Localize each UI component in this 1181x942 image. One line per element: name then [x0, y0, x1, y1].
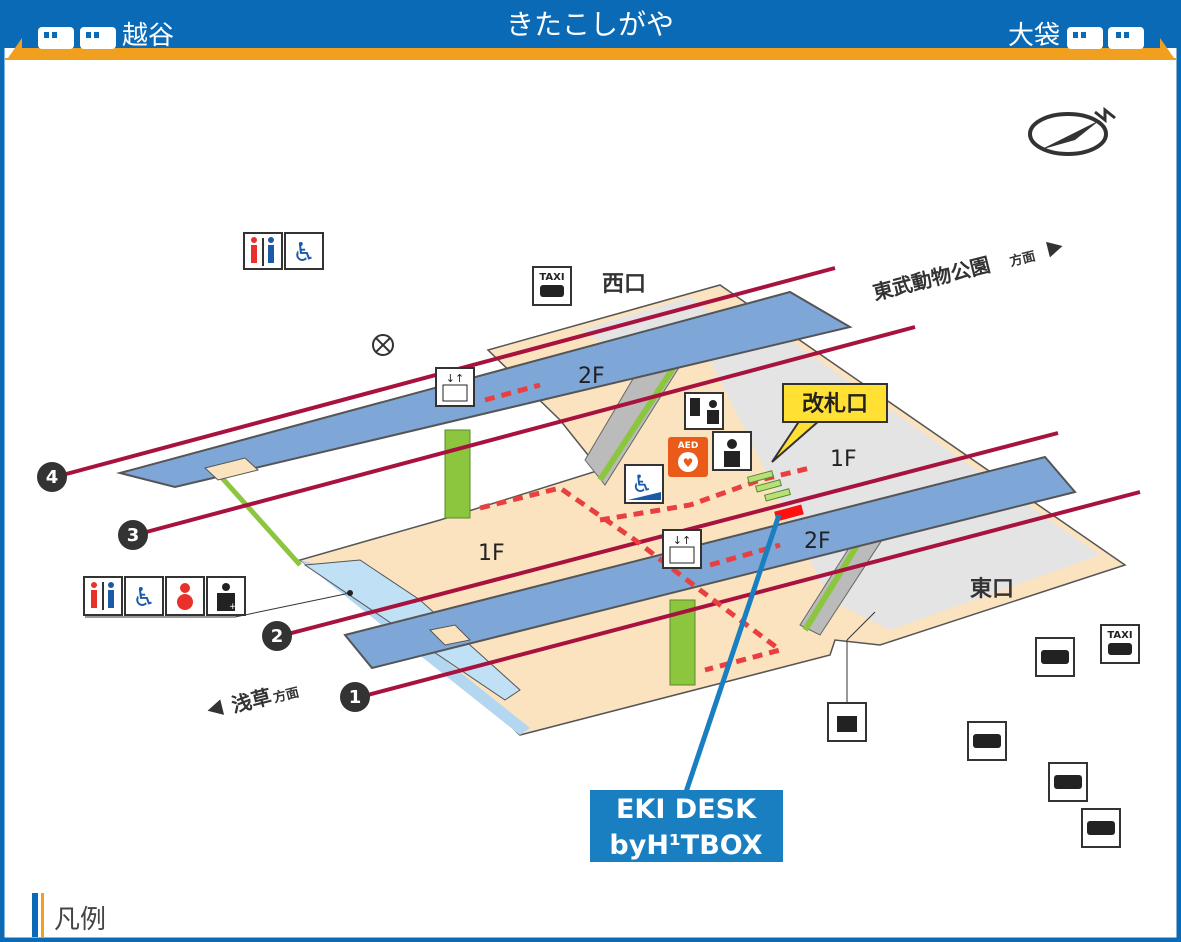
- compass-icon: [1028, 106, 1116, 156]
- train-icon-right: [1067, 27, 1144, 49]
- direction-left-label: 越谷: [122, 21, 174, 51]
- elevator-shaft-north: [444, 429, 471, 519]
- header-bar: [0, 0, 1181, 48]
- platform-3-4: [116, 290, 853, 489]
- floor-label-2f-upper: 2F: [578, 364, 605, 389]
- eki-desk-leader: [683, 514, 782, 793]
- bus-stop-icon: [1081, 808, 1121, 848]
- eki-desk-line1: EKI DESK: [616, 794, 757, 825]
- legend-marker-blue: [32, 893, 38, 937]
- facility-icons-south: ♿ +: [83, 576, 353, 618]
- platform-number-3: 3: [127, 525, 140, 546]
- eki-desk-box[interactable]: [590, 790, 783, 862]
- arrow-right-icon: [1046, 241, 1063, 258]
- eki-desk-line2: byH¹TBOX: [609, 830, 762, 861]
- platform-number-2: 2: [271, 626, 284, 647]
- taxi-label: TAXI: [1107, 630, 1132, 641]
- track-3: [134, 325, 916, 537]
- coin-locker-icon: [827, 611, 876, 742]
- taxi-icon-west: TAXI: [532, 266, 572, 306]
- wheelchair-icon-north: ♿: [284, 232, 324, 270]
- svg-text:↓↑: ↓↑: [673, 534, 691, 547]
- platform-stair-opening: [428, 624, 472, 646]
- platform-number-1: 1: [349, 687, 362, 708]
- legend-marker-orange: [41, 893, 44, 937]
- gate-callout: [782, 383, 888, 423]
- aed-icon: AED ♥: [668, 437, 708, 477]
- west-exit-label[interactable]: 西口: [602, 272, 646, 297]
- gate-label: 改札口: [802, 391, 868, 417]
- south-escalator: [213, 468, 302, 567]
- bus-stop-icon: [1048, 762, 1088, 802]
- svg-text:♥: ♥: [683, 456, 694, 470]
- station-staff-icon: [712, 431, 752, 471]
- wheelchair-ramp-icon: ♿: [624, 464, 664, 504]
- accent-line: [5, 58, 1176, 60]
- direction-south-suffix: 方面: [272, 684, 301, 706]
- arrow-left-icon: [207, 699, 225, 715]
- floor-label-1f-west: 1F: [478, 541, 505, 566]
- bus-stop-icon: [1035, 637, 1075, 677]
- ostomate-icon: +: [206, 576, 246, 616]
- elevator-icon-north: ↓↑: [435, 367, 475, 407]
- train-icon-left: [38, 27, 116, 49]
- eki-desk-marker: [774, 504, 804, 522]
- wheelchair-icon-south: ♿: [124, 576, 164, 616]
- aed-label: AED: [678, 441, 699, 451]
- east-exit-label[interactable]: 東口: [970, 577, 1014, 602]
- floor-label-2f-lower: 2F: [804, 529, 831, 554]
- platform-number-4: 4: [46, 467, 59, 488]
- direction-north-suffix: 方面: [1008, 248, 1037, 270]
- taxi-label: TAXI: [539, 272, 564, 283]
- ticket-gates: [747, 470, 791, 502]
- no-entry-icon: [372, 334, 394, 356]
- svg-text:+: +: [229, 602, 237, 612]
- ticket-machine-icon: [684, 392, 724, 430]
- taxi-icon-east: TAXI: [1100, 624, 1140, 664]
- baby-changing-icon: [165, 576, 205, 616]
- station-title: きたこしがや: [506, 8, 674, 41]
- floor-label-1f-east: 1F: [830, 447, 857, 472]
- svg-text:↓↑: ↓↑: [446, 372, 464, 385]
- west-escalator: [597, 348, 688, 482]
- restroom-icon-south: [83, 576, 123, 616]
- platform-number-badges: 1 2 3 4: [37, 462, 370, 712]
- svg-text:♿: ♿: [132, 583, 155, 613]
- direction-arrow-bar: [8, 38, 1174, 58]
- direction-right-label: 大袋: [1008, 21, 1060, 51]
- svg-text:♿: ♿: [292, 238, 315, 268]
- elevator-icon-south: ↓↑: [662, 529, 702, 569]
- legend-title: 凡例: [54, 905, 106, 935]
- platform-stair-opening: [203, 457, 260, 481]
- bus-stop-icon: [967, 721, 1007, 761]
- svg-text:♿: ♿: [631, 470, 653, 498]
- restroom-icon-north: [243, 232, 283, 270]
